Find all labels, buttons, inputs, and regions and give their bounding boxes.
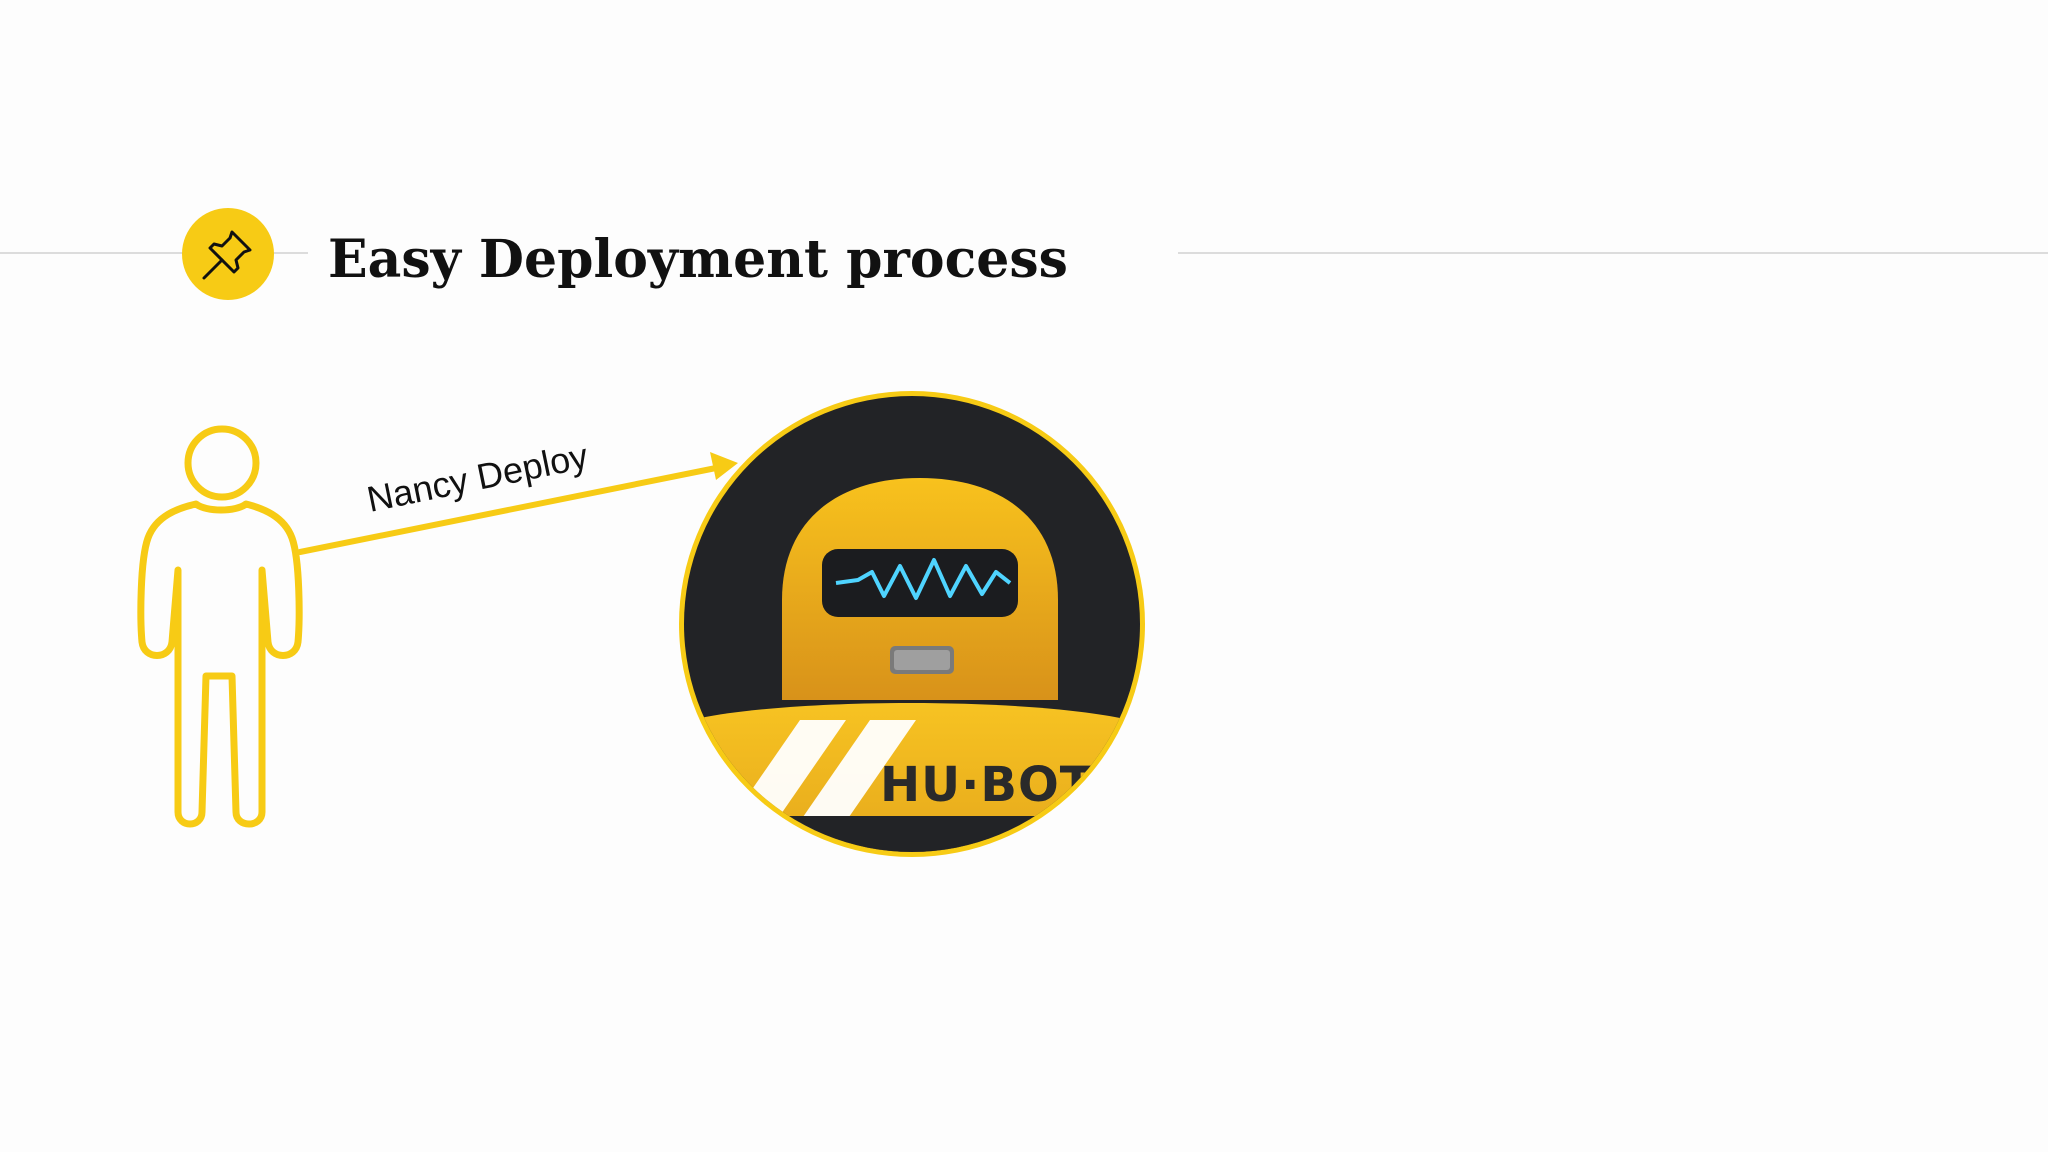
slide-title: Easy Deployment process (328, 229, 1068, 290)
edge-label: Nancy Deploy (363, 435, 591, 520)
edge-line (297, 465, 719, 555)
hubot-robot-icon: HU·BOT (679, 391, 1145, 857)
header-divider-right (1178, 252, 2048, 254)
person-outline-icon (137, 425, 303, 828)
header-divider-left (0, 252, 308, 254)
hubot-label: HU·BOT (880, 757, 1094, 813)
pushpin-icon (182, 208, 274, 300)
edge-nancy-deploy: Nancy Deploy (297, 435, 738, 555)
arrowhead-icon (710, 452, 738, 480)
